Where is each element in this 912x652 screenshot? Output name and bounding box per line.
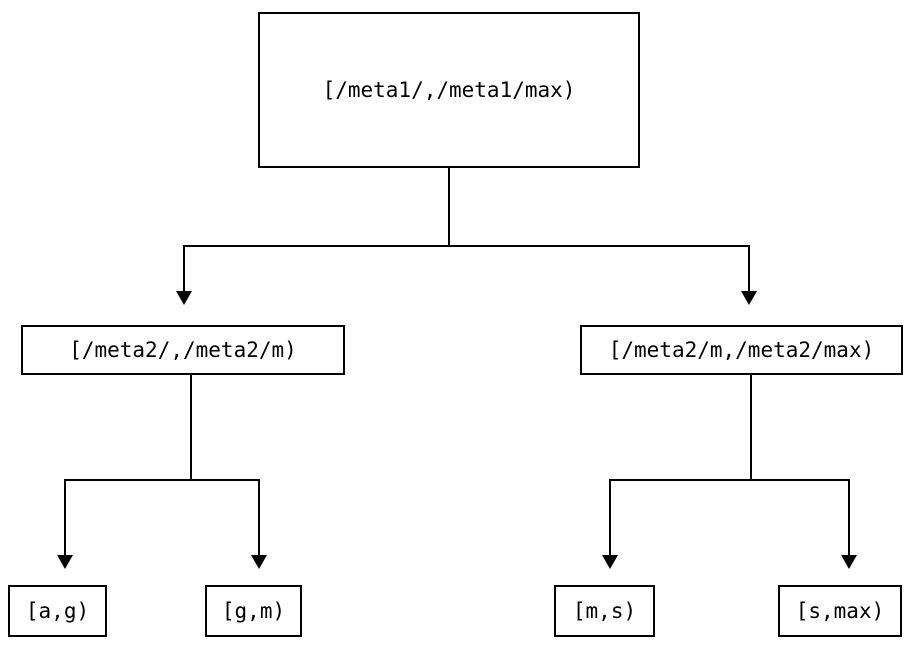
edge-mid-left-stem — [190, 375, 192, 480]
edge-mid-right-to-leaf-s-max-drop — [848, 479, 850, 556]
arrowhead-mid-left-to-leaf-g-m — [251, 555, 267, 569]
arrowhead-root-to-mid-right — [741, 291, 757, 305]
node-mid-right[interactable]: [/meta2/m,/meta2/max) — [580, 325, 903, 375]
node-mid-left[interactable]: [/meta2/,/meta2/m) — [21, 325, 345, 375]
edge-mid-right-bus — [609, 479, 850, 481]
node-root-label: [/meta1/,/meta1/max) — [322, 78, 576, 102]
node-leaf-g-m[interactable]: [g,m) — [205, 585, 302, 637]
node-leaf-a-g[interactable]: [a,g) — [8, 585, 107, 637]
edge-mid-left-to-leaf-g-m-drop — [258, 479, 260, 556]
node-leaf-g-m-label: [g,m) — [221, 599, 286, 623]
edge-mid-left-bus — [64, 479, 260, 481]
arrowhead-mid-right-to-leaf-m-s — [602, 555, 618, 569]
edge-root-to-mid-right-drop — [748, 245, 750, 292]
node-mid-left-label: [/meta2/,/meta2/m) — [69, 338, 297, 362]
edge-root-bus — [183, 245, 749, 247]
node-leaf-m-s-label: [m,s) — [572, 599, 637, 623]
arrowhead-mid-left-to-leaf-a-g — [57, 555, 73, 569]
node-leaf-s-max[interactable]: [s,max) — [778, 585, 902, 637]
node-leaf-a-g-label: [a,g) — [25, 599, 90, 623]
edge-mid-right-to-leaf-m-s-drop — [609, 479, 611, 556]
node-leaf-m-s[interactable]: [m,s) — [554, 585, 655, 637]
edge-root-stem — [448, 168, 450, 246]
arrowhead-mid-right-to-leaf-s-max — [841, 555, 857, 569]
edge-root-to-mid-left-drop — [183, 245, 185, 292]
edge-mid-right-stem — [750, 375, 752, 480]
node-mid-right-label: [/meta2/m,/meta2/max) — [608, 338, 875, 362]
arrowhead-root-to-mid-left — [176, 291, 192, 305]
node-leaf-s-max-label: [s,max) — [795, 599, 885, 623]
edge-mid-left-to-leaf-a-g-drop — [64, 479, 66, 556]
node-root[interactable]: [/meta1/,/meta1/max) — [258, 12, 640, 168]
